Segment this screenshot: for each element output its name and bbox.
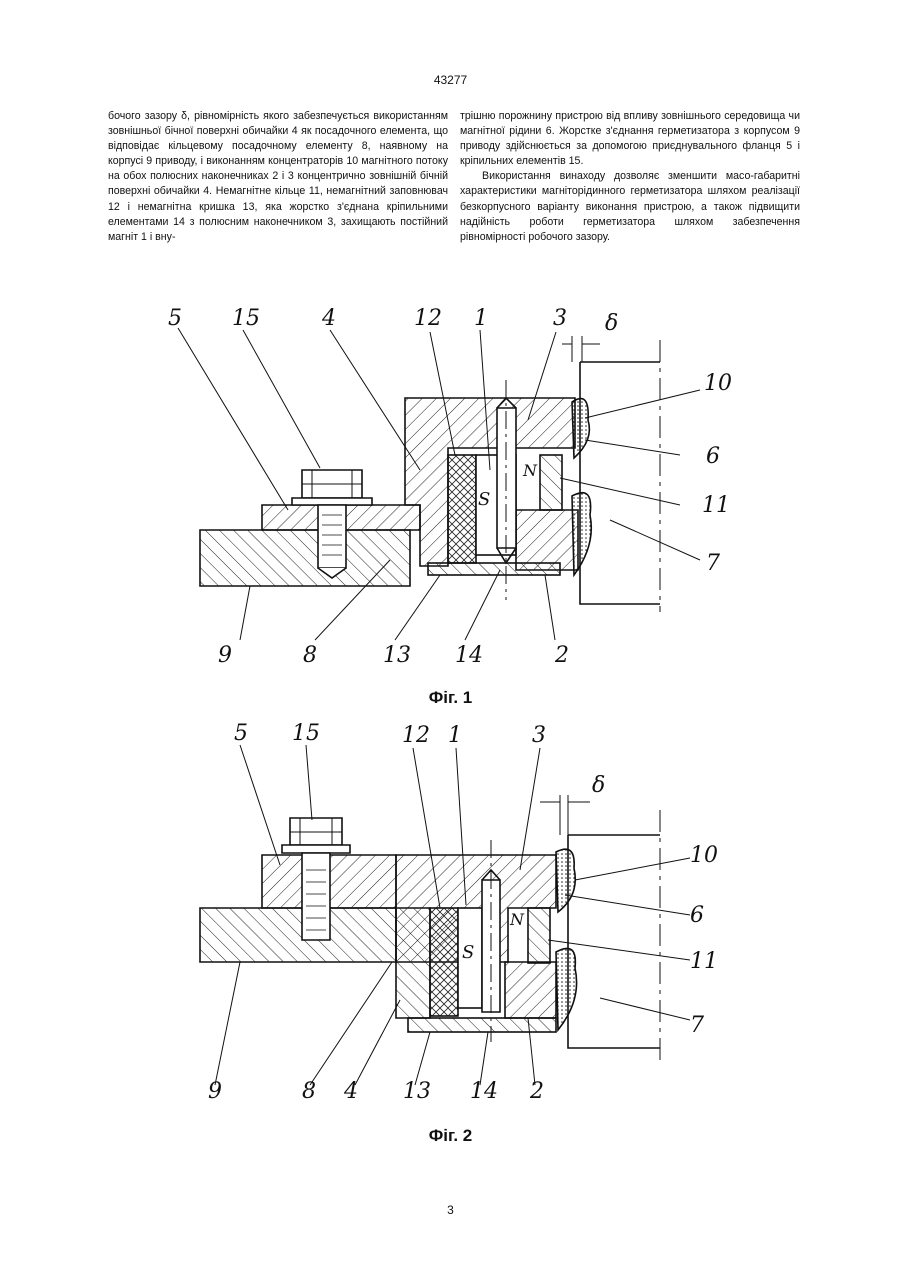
label-delta: δ [605,311,618,336]
figure-1-caption: Фіг. 1 [0,688,901,708]
label-2: 2 [554,643,569,668]
pole-n-label: N [522,461,538,480]
label-14: 14 [470,1079,498,1104]
label-13: 13 [403,1079,431,1104]
paragraph-continuation-right: трішню порожнину пристрою від впливу зов… [460,109,800,169]
label-11: 11 [702,493,730,518]
text-column-left: бочого зазору δ, рівномірність якого заб… [108,109,448,245]
label-5: 5 [168,306,182,331]
label-13: 13 [383,643,411,668]
page-number: 3 [0,1203,901,1217]
label-4: 4 [343,1079,358,1104]
label-8: 8 [303,643,317,668]
pole-s-label: S [478,489,490,510]
label-12: 12 [402,723,430,748]
label-4: 4 [321,306,336,331]
label-6: 6 [706,444,720,469]
pole-n-label: N [509,910,525,929]
label-7: 7 [706,551,720,576]
label-10: 10 [690,843,718,868]
label-14: 14 [455,643,483,668]
label-5: 5 [234,721,248,746]
figure-2-drawing: 5 15 12 1 3 δ 10 6 11 7 9 8 4 13 14 2 S … [0,710,901,1110]
label-delta: δ [592,773,605,798]
paragraph-usage: Використання винаходу дозволяє зменшити … [460,169,800,244]
label-1: 1 [474,306,488,331]
label-3: 3 [553,306,567,331]
label-11: 11 [690,949,718,974]
label-8: 8 [302,1079,316,1104]
label-6: 6 [690,903,704,928]
label-10: 10 [704,371,732,396]
figure-2-caption: Фіг. 2 [0,1126,901,1146]
label-15: 15 [232,306,260,331]
figure-1-drawing: 5 15 4 12 1 3 δ 10 6 11 7 9 8 13 14 2 S … [0,290,901,680]
pole-s-label: S [462,942,474,963]
label-9: 9 [218,643,232,668]
text-column-right: трішню порожнину пристрою від впливу зов… [460,109,800,245]
label-7: 7 [690,1013,704,1038]
label-15: 15 [292,721,320,746]
paragraph-continuation: бочого зазору δ, рівномірність якого заб… [108,109,448,245]
label-9: 9 [208,1079,222,1104]
label-3: 3 [532,723,546,748]
label-2: 2 [529,1079,544,1104]
label-12: 12 [414,306,442,331]
label-1: 1 [448,723,462,748]
page-id-header: 43277 [0,73,901,87]
